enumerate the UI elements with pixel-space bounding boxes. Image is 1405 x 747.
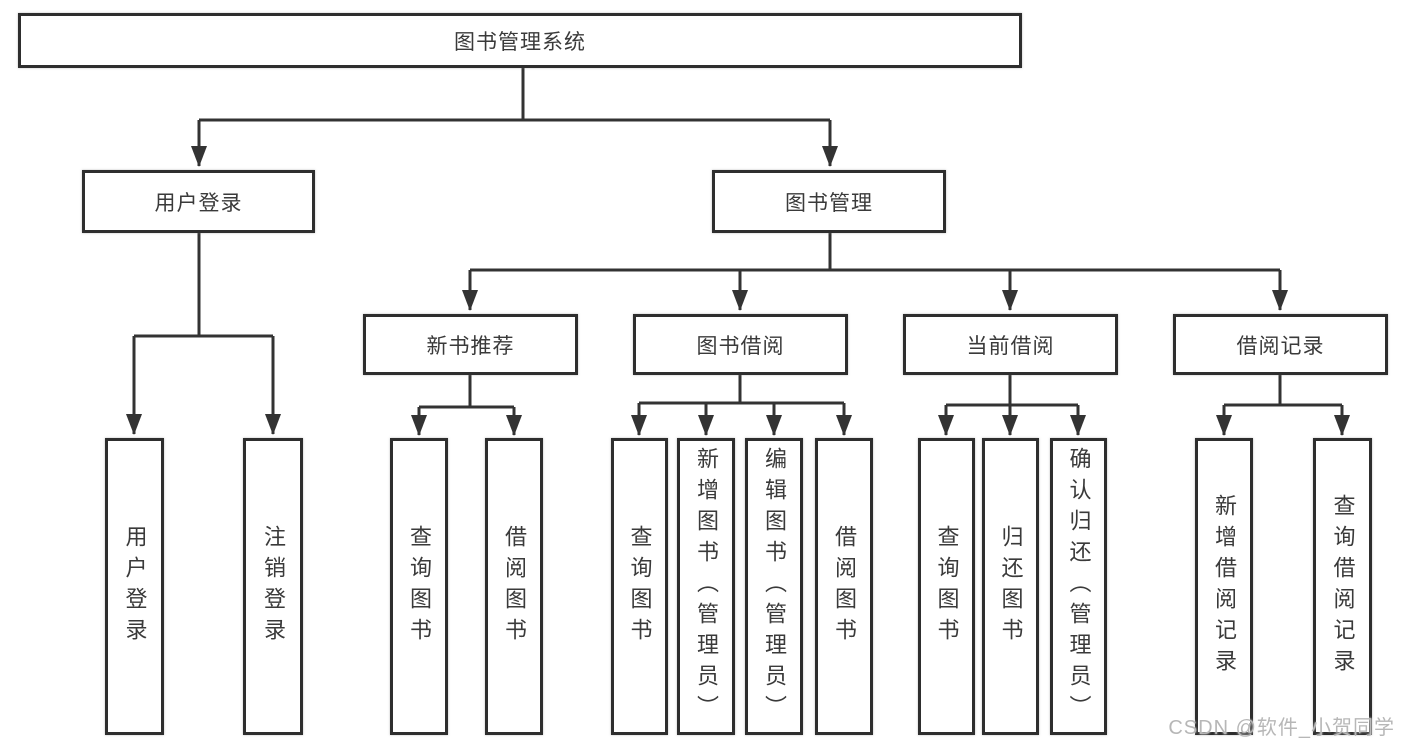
node-label: 新增借阅记录 xyxy=(1212,493,1237,680)
node-label: 用户登录 xyxy=(122,524,148,649)
node-label: 用户登录 xyxy=(154,191,243,215)
leaf-edit-books-admin: 编辑图书（管理员） xyxy=(745,438,803,735)
node-label: 图书管理系统 xyxy=(454,30,586,54)
node-label: 查询借阅记录 xyxy=(1330,493,1356,680)
node-label: 借阅图书 xyxy=(502,524,527,649)
node-root-library-system: 图书管理系统 xyxy=(18,13,1022,68)
node-label: 归还图书 xyxy=(998,524,1024,649)
node-label: 注销登录 xyxy=(261,524,286,649)
node-label: 图书管理 xyxy=(785,191,873,215)
node-user-login: 用户登录 xyxy=(82,170,315,233)
node-label: 当前借阅 xyxy=(966,334,1055,358)
node-label: 图书借阅 xyxy=(696,334,785,358)
node-book-borrowing: 图书借阅 xyxy=(633,314,848,375)
csdn-watermark: CSDN @软件_小贺同学 xyxy=(1168,717,1395,739)
leaf-user-login: 用户登录 xyxy=(105,438,164,735)
leaf-return-books: 归还图书 xyxy=(982,438,1039,735)
node-label: 借阅图书 xyxy=(832,524,857,649)
leaf-logout: 注销登录 xyxy=(243,438,303,735)
node-label: 查询图书 xyxy=(934,524,960,649)
node-label: 借阅记录 xyxy=(1236,334,1325,358)
leaf-query-books-current: 查询图书 xyxy=(918,438,975,735)
node-label: 查询图书 xyxy=(627,524,653,649)
leaf-borrow-books: 借阅图书 xyxy=(815,438,873,735)
leaf-query-books-recommend: 查询图书 xyxy=(390,438,448,735)
node-new-book-recommend: 新书推荐 xyxy=(363,314,578,375)
node-label: 新增图书（管理员） xyxy=(694,447,719,726)
leaf-add-borrow-record: 新增借阅记录 xyxy=(1195,438,1253,735)
leaf-query-borrow-record: 查询借阅记录 xyxy=(1313,438,1372,735)
node-book-management: 图书管理 xyxy=(712,170,946,233)
node-label: 编辑图书（管理员） xyxy=(762,447,787,726)
node-label: 查询图书 xyxy=(407,524,432,649)
leaf-query-books-borrowing: 查询图书 xyxy=(611,438,668,735)
node-borrowing-records: 借阅记录 xyxy=(1173,314,1388,375)
node-current-borrowing: 当前借阅 xyxy=(903,314,1118,375)
node-label: 确认归还（管理员） xyxy=(1066,447,1092,726)
leaf-add-books-admin: 新增图书（管理员） xyxy=(677,438,735,735)
node-label: 新书推荐 xyxy=(426,334,515,358)
leaf-borrow-books-recommend: 借阅图书 xyxy=(485,438,543,735)
leaf-confirm-return-admin: 确认归还（管理员） xyxy=(1050,438,1107,735)
